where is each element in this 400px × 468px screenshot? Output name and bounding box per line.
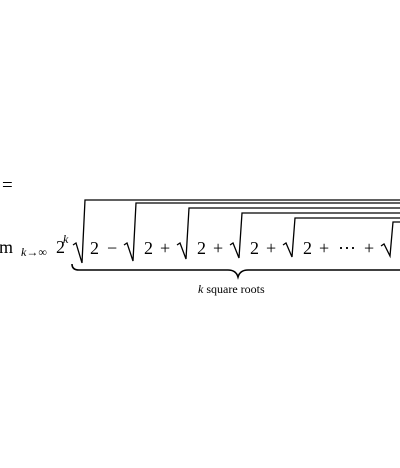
caption-variable: k bbox=[198, 282, 204, 296]
term-two-2: 2 bbox=[144, 238, 153, 258]
limit-subscript: k→∞ bbox=[21, 246, 47, 258]
term-two-5: 2 bbox=[303, 238, 312, 258]
limit-arrow: → bbox=[26, 245, 39, 259]
term-plus-4: + bbox=[319, 238, 330, 258]
term-two-4: 2 bbox=[250, 238, 259, 258]
radical-1 bbox=[72, 199, 400, 264]
term-two-3: 2 bbox=[197, 238, 206, 258]
radical-2 bbox=[123, 202, 400, 262]
base-two: 2 bbox=[56, 237, 65, 257]
radical-3 bbox=[176, 207, 400, 260]
caption-text: square roots bbox=[203, 282, 265, 296]
term-two-1: 2 bbox=[90, 238, 99, 258]
term-plus-3: + bbox=[266, 238, 277, 258]
underbrace-caption: k square roots bbox=[198, 283, 265, 295]
exponent-k: k bbox=[63, 232, 69, 246]
term-plus-2: + bbox=[213, 238, 224, 258]
term-plus-5: + bbox=[364, 238, 375, 258]
limit-variable: k bbox=[21, 245, 27, 259]
term-ellipsis: ⋯ bbox=[338, 238, 356, 258]
radical-6 bbox=[380, 221, 400, 259]
limit-operator: m bbox=[0, 237, 14, 257]
radical-5 bbox=[282, 217, 400, 258]
limit-infinity: ∞ bbox=[38, 245, 47, 259]
radical-4 bbox=[229, 212, 400, 259]
term-minus: − bbox=[107, 238, 118, 258]
underbrace bbox=[71, 263, 400, 280]
term-plus-1: + bbox=[160, 238, 171, 258]
equals-sign: = bbox=[2, 175, 13, 196]
